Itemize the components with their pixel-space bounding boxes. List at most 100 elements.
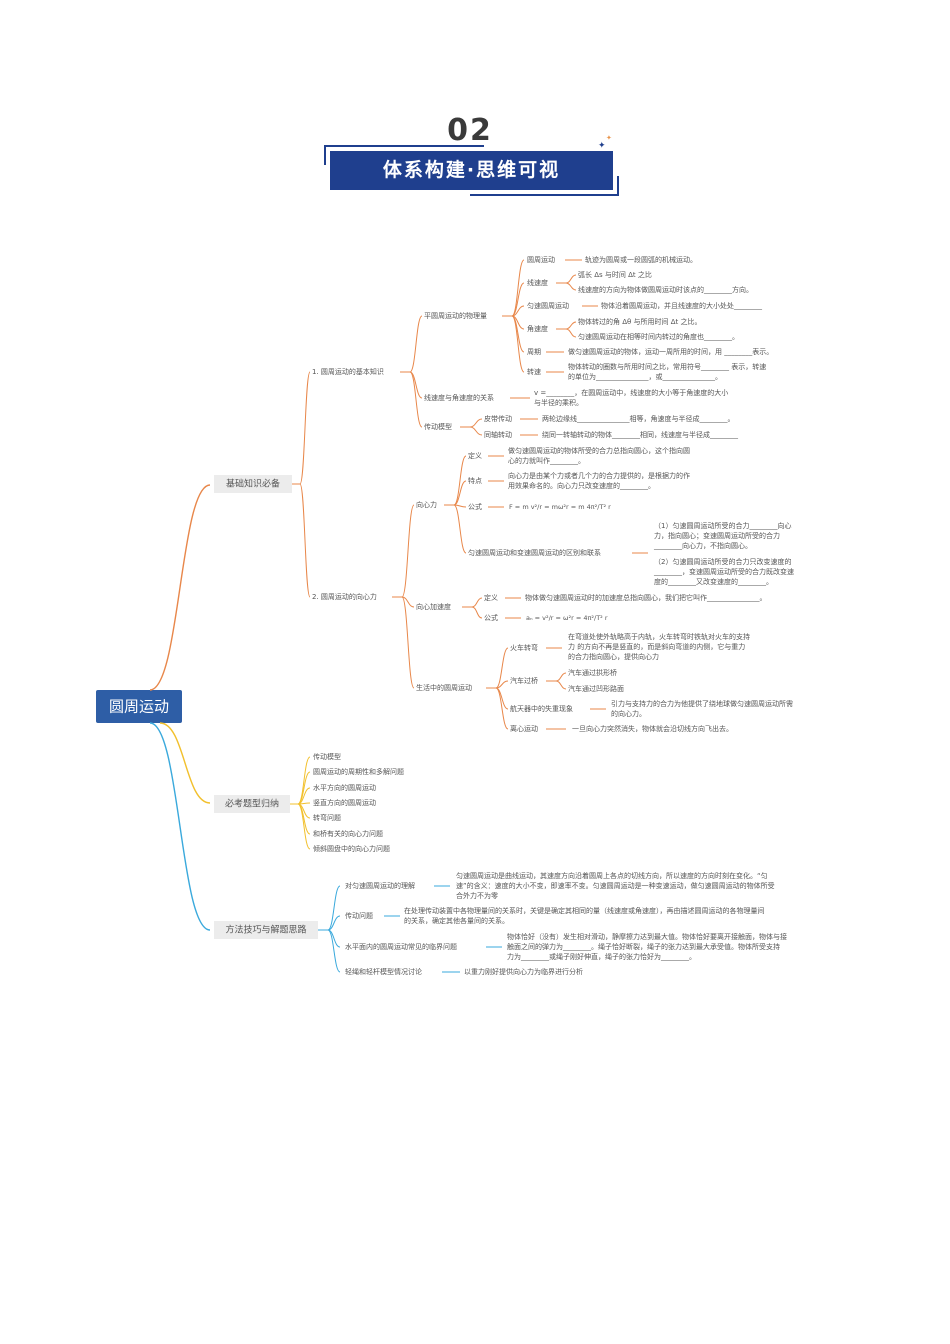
- centrifugal-motion-text: 一旦向心力突然消失，物体就会沿切线方向飞出去。: [572, 724, 733, 733]
- rotation-speed-line-2: 的单位为_______________，或_______________。: [568, 372, 722, 381]
- transmission-line-1: 在处理传动装置中各物理量间的关系时，关键是确定其相同的量（线速度或角速度），再由…: [404, 906, 765, 915]
- acceleration-formula: aₙ = v²/r = ω²r = 4π²/T² r: [526, 614, 608, 622]
- group-daily-life-circular-motion: 生活中的圆周运动: [416, 683, 472, 692]
- branch-node-methods: [214, 921, 318, 939]
- branch-connector-question-types: [159, 722, 211, 804]
- branch-connector: [511, 259, 525, 317]
- uniform-circular-motion-text: 物体沿着圆周运动，并且线速度的大小处处________: [601, 301, 762, 310]
- branch-node-methods-label: 方法技巧与解题思路: [225, 924, 306, 936]
- uniform-understanding-line-1: 匀速圆周运动是曲线运动，其速度方向沿着圆周上各点的切线方向，所以速度的方向时刻在…: [456, 871, 768, 880]
- branch-connector: [565, 282, 577, 291]
- question-type-connector: [297, 803, 311, 850]
- question-type-item: 传动模型: [313, 752, 341, 761]
- branch-connector-basics: [149, 484, 211, 691]
- section-number: 02: [447, 113, 493, 148]
- branch-connector: [495, 647, 509, 689]
- root-node: [96, 690, 182, 723]
- branch-connector: [511, 315, 525, 373]
- branch-connector: [409, 315, 423, 373]
- sparkle-icon: ✦: [606, 134, 612, 142]
- force-formula: F = m v²/r = mω²r = m 4π²/T² r: [509, 503, 611, 511]
- topic-train-turning: 火车转弯: [510, 643, 538, 652]
- group-centripetal-force: 向心力: [416, 500, 437, 509]
- topic-acceleration-formula: 公式: [484, 613, 498, 622]
- force-definition-line-1: 做匀速圆周运动的物体所受的合力总指向圆心，这个指向圆: [508, 446, 690, 455]
- uniform-understanding-line-3: 合外力不为零: [456, 891, 498, 900]
- branch-connector: [453, 504, 467, 508]
- question-type-item: 水平方向的圆周运动: [313, 783, 376, 792]
- branch-connector: [469, 418, 483, 428]
- topic-coaxial-rotation: 同轴转动: [484, 430, 512, 439]
- topic-linear-velocity: 线速度: [527, 278, 548, 287]
- topic-uniform-circular-motion: 匀速圆周运动: [527, 301, 569, 310]
- branch-connector: [409, 371, 423, 428]
- topic-centrifugal-motion: 离心运动: [510, 724, 538, 733]
- force-characteristics-line-1: 向心力是由某个力或者几个力的合力提供的，是根据力的作: [508, 471, 690, 480]
- topic-formula: 公式: [468, 502, 482, 511]
- method-connector: [327, 915, 341, 931]
- topic-rotation-speed: 转速: [527, 367, 541, 376]
- difference-line-4: （2）匀速圆周运动所受的合力只改变速度的: [654, 557, 791, 566]
- car-over-bridge-line-2: 汽车通过凹形路面: [568, 684, 624, 693]
- branch-connector: [453, 504, 467, 554]
- branch-connector: [469, 426, 483, 436]
- topic-weightlessness: 航天器中的失重现象: [510, 704, 573, 713]
- train-turning-line-1: 在弯道处使外轨略高于内轨，火车转弯时铁轨对火车的支持: [568, 632, 750, 641]
- method-connector: [327, 929, 341, 973]
- linear-angular-line-2: 与半径的乘积。: [534, 398, 583, 407]
- connector-s2: [299, 483, 311, 598]
- linear-velocity-line-1: 弧长 Δs 与时间 Δt 之比: [578, 270, 652, 279]
- branch-connector: [565, 328, 577, 338]
- topic-acceleration-definition: 定义: [484, 593, 498, 602]
- method-transmission: 传动问题: [345, 911, 373, 920]
- banner-title: 体系构建·思维可视: [382, 159, 561, 181]
- banner-bracket-left-v: [324, 145, 326, 165]
- linear-angular-line-1: v =________，在圆周运动中，线速度的大小等于角速度的大小: [534, 388, 728, 397]
- uniform-understanding-line-2: 速”的含义：速度的大小不变，即速率不变。匀速圆周运动是一种变速运动，做匀速圆周运…: [456, 881, 775, 890]
- difference-line-3: ________向心力，不指向圆心。: [653, 541, 752, 550]
- branch-connector: [555, 680, 567, 690]
- group-centripetal-acceleration: 向心加速度: [416, 602, 451, 611]
- branch-connector: [453, 480, 467, 506]
- branch-connector: [409, 371, 423, 399]
- branch-connector: [495, 687, 509, 730]
- group-linear-angular-relation: 线速度与角速度的关系: [424, 393, 494, 402]
- topic-characteristics: 特点: [468, 476, 482, 485]
- group-transmission-model: 传动模型: [424, 422, 452, 431]
- method-uniform-understanding: 对匀速圆周运动的理解: [345, 881, 415, 890]
- question-type-item: 和桥有关的向心力问题: [313, 829, 383, 838]
- train-turning-line-2: 力 的方向不再是竖直的，而是斜向弯道的内侧，它与重力: [568, 642, 745, 651]
- branch-connector: [471, 597, 483, 608]
- topic-car-over-bridge: 汽车过桥: [510, 676, 538, 685]
- question-type-item: 竖直方向的圆周运动: [313, 798, 376, 807]
- title-banner: 体系构建·思维可视: [330, 151, 613, 190]
- belt-drive-text: 两轮边缘线_______________相等，角速度与半径成________。: [542, 414, 735, 423]
- branch-connector: [565, 274, 577, 284]
- question-type-item: 圆周运动的周期性和多解问题: [313, 767, 404, 776]
- transmission-line-2: 的关系，确定其他各量间的关系。: [404, 916, 509, 925]
- topic-uniform-vs-variable: 匀速圆周运动和变速圆周运动的区别和联系: [468, 548, 601, 557]
- connector-s1: [299, 371, 311, 485]
- branch-connector: [453, 455, 467, 506]
- car-over-bridge-line-1: 汽车通过拱形桥: [568, 668, 617, 677]
- branch-connector-methods: [149, 722, 211, 931]
- topic-definition: 定义: [468, 451, 482, 460]
- force-characteristics-line-2: 用效果命名的。向心力只改变速度的________。: [508, 481, 655, 490]
- angular-velocity-line-1: 物体转过的角 Δθ 与所用时间 Δt 之比。: [578, 317, 702, 326]
- branch-node-question-types-label: 必考题型归纳: [225, 798, 279, 810]
- banner-bracket-right-h: [470, 194, 619, 196]
- question-type-item: 转弯问题: [313, 813, 341, 822]
- section-basic-knowledge: 1. 圆周运动的基本知识: [312, 367, 384, 376]
- difference-line-1: （1）匀速圆周运动所受的合力________向心: [654, 521, 791, 530]
- method-rope-rod-model: 轻绳和轻杆模型情况讨论: [345, 967, 422, 976]
- difference-line-6: 度的________又改变速度的________。: [654, 577, 773, 586]
- method-connector: [327, 885, 341, 931]
- section-centripetal-force: 2. 圆周运动的向心力: [312, 592, 377, 601]
- branch-connector: [555, 672, 567, 682]
- root-node-label: 圆周运动: [109, 698, 169, 716]
- coaxial-rotation-text: 绕同一转轴转动的物体________相同，线速度与半径成________: [542, 430, 738, 439]
- linear-velocity-line-2: 线速度的方向为物体做圆周运动时该点的________方向。: [578, 285, 753, 294]
- banner-bracket-left-h: [324, 145, 484, 147]
- group-physical-quantities: 平圆周运动的物理量: [424, 311, 487, 320]
- critical-horizontal-line-2: 触面之间的弹力为________。绳子恰好断裂，绳子的张力达到最大承受值。物体所…: [507, 942, 780, 951]
